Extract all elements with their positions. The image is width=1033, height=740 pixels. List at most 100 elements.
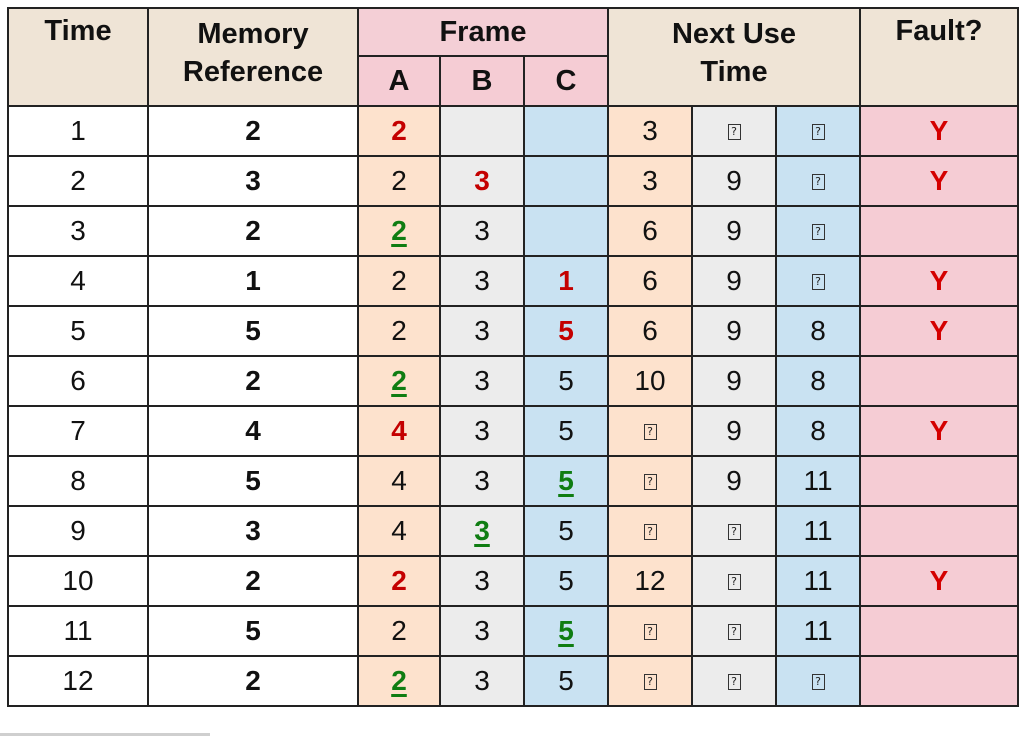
cell-frame-b: 3 xyxy=(439,605,525,657)
cell-time: 7 xyxy=(7,405,149,457)
cell-memory-reference: 2 xyxy=(147,655,359,707)
cell-frame-b: 3 xyxy=(439,255,525,307)
cell-fault: Y xyxy=(859,555,1019,607)
cell-frame-a: 4 xyxy=(357,405,441,457)
cell-frame-c: 1 xyxy=(523,255,609,307)
cell-next-use-a: 6 xyxy=(607,205,693,257)
cell-frame-c-value: 5 xyxy=(558,465,574,496)
cell-memory-reference: 2 xyxy=(147,555,359,607)
cell-next-use-c: 11 xyxy=(775,605,861,657)
cell-time: 9 xyxy=(7,505,149,557)
cell-frame-b xyxy=(439,105,525,157)
cell-time: 8 xyxy=(7,455,149,507)
cell-next-use-a: ? xyxy=(607,405,693,457)
header-memory-reference-line1: Memory xyxy=(197,18,309,50)
cell-memory-reference: 3 xyxy=(147,155,359,207)
cell-frame-a: 4 xyxy=(357,455,441,507)
cell-memory-reference: 3 xyxy=(147,505,359,557)
cell-frame-b: 3 xyxy=(439,305,525,357)
page-replacement-table-wrapper: Time Memory Reference Frame Next Use Tim… xyxy=(7,7,1019,707)
cell-memory-reference: 2 xyxy=(147,105,359,157)
cell-memory-reference: 1 xyxy=(147,255,359,307)
cell-fault: Y xyxy=(859,255,1019,307)
cell-next-use-c: 8 xyxy=(775,405,861,457)
cell-frame-c xyxy=(523,155,609,207)
header-next-use-time: Next Use Time xyxy=(607,7,861,107)
cell-frame-c xyxy=(523,105,609,157)
cell-fault xyxy=(859,205,1019,257)
cell-next-use-b: ? xyxy=(691,505,777,557)
cell-fault xyxy=(859,655,1019,707)
cell-next-use-a: ? xyxy=(607,605,693,657)
cell-memory-reference: 4 xyxy=(147,405,359,457)
cell-frame-a: 2 xyxy=(357,105,441,157)
header-next-use-line2: Time xyxy=(700,56,768,88)
cell-frame-b: 3 xyxy=(439,155,525,207)
cell-fault xyxy=(859,605,1019,657)
cell-frame-a: 2 xyxy=(357,605,441,657)
unknown-marker-icon: ? xyxy=(727,573,741,590)
cell-time: 5 xyxy=(7,305,149,357)
cell-fault: Y xyxy=(859,105,1019,157)
cell-time: 3 xyxy=(7,205,149,257)
header-frame: Frame xyxy=(357,7,609,57)
cell-time: 10 xyxy=(7,555,149,607)
cell-fault xyxy=(859,455,1019,507)
cell-next-use-a: ? xyxy=(607,455,693,507)
unknown-marker-icon: ? xyxy=(643,423,657,440)
cell-frame-b: 3 xyxy=(439,205,525,257)
cell-frame-c-value: 5 xyxy=(558,315,574,346)
cell-memory-reference: 2 xyxy=(147,355,359,407)
cell-frame-b: 3 xyxy=(439,455,525,507)
page-replacement-table: Time Memory Reference Frame Next Use Tim… xyxy=(7,7,1019,707)
cell-frame-a: 2 xyxy=(357,205,441,257)
cell-frame-a: 4 xyxy=(357,505,441,557)
cell-frame-a-value: 2 xyxy=(391,215,407,246)
cell-next-use-b: 9 xyxy=(691,455,777,507)
cell-next-use-b: 9 xyxy=(691,355,777,407)
header-frame-a: A xyxy=(357,55,441,107)
cell-next-use-b: 9 xyxy=(691,405,777,457)
cell-fault: Y xyxy=(859,405,1019,457)
cell-frame-c: 5 xyxy=(523,455,609,507)
header-frame-b: B xyxy=(439,55,525,107)
header-time: Time xyxy=(7,7,149,107)
cell-time: 12 xyxy=(7,655,149,707)
header-memory-reference-line2: Reference xyxy=(182,56,324,88)
cell-next-use-b: 9 xyxy=(691,205,777,257)
cell-fault xyxy=(859,505,1019,557)
unknown-marker-icon: ? xyxy=(727,673,741,690)
unknown-marker-icon: ? xyxy=(727,623,741,640)
cell-next-use-b: ? xyxy=(691,605,777,657)
cell-time: 2 xyxy=(7,155,149,207)
cell-frame-a-value: 4 xyxy=(391,415,407,446)
cell-next-use-b: 9 xyxy=(691,255,777,307)
cell-frame-c: 5 xyxy=(523,305,609,357)
cell-frame-c: 5 xyxy=(523,605,609,657)
cell-frame-a-value: 2 xyxy=(391,565,407,596)
header-row-1: Time Memory Reference Frame Next Use Tim… xyxy=(7,7,1019,107)
cell-next-use-b: ? xyxy=(691,105,777,157)
cell-frame-b: 3 xyxy=(439,655,525,707)
unknown-marker-icon: ? xyxy=(811,673,825,690)
cell-next-use-c: 11 xyxy=(775,455,861,507)
cell-next-use-b: ? xyxy=(691,655,777,707)
cell-frame-a: 2 xyxy=(357,355,441,407)
cell-frame-a: 2 xyxy=(357,155,441,207)
cell-next-use-a: ? xyxy=(607,655,693,707)
unknown-marker-icon: ? xyxy=(811,123,825,140)
header-memory-reference: Memory Reference xyxy=(147,7,359,107)
cell-next-use-a: 6 xyxy=(607,305,693,357)
cell-next-use-a: 3 xyxy=(607,105,693,157)
cell-next-use-b: 9 xyxy=(691,305,777,357)
